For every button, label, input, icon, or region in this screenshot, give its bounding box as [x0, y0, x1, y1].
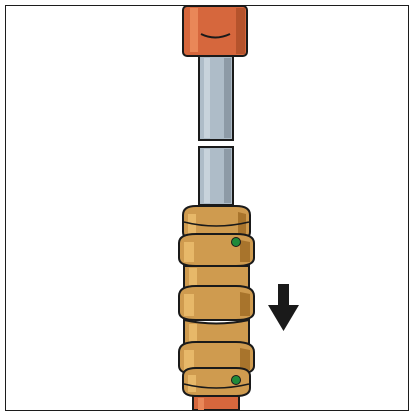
- insert-rod-lower-highlight: [204, 149, 210, 203]
- top-copper-pipe: [182, 5, 248, 57]
- top-pipe-shadow: [236, 8, 245, 54]
- fitting-lower-bead-shadow: [240, 348, 250, 370]
- insert-rod-lower-shadow: [224, 149, 231, 203]
- green-dot-icon: [231, 237, 241, 247]
- fitting-middle-bulge: [178, 285, 255, 321]
- fitting-body-lower-highlight: [189, 324, 197, 342]
- fitting-lower-bead-highlight: [184, 350, 194, 370]
- fitting-top-groove: [183, 221, 250, 227]
- insert-rod: [198, 55, 234, 206]
- fitting-bottom-collar: [182, 367, 251, 397]
- bottom-pipe-highlight: [198, 398, 204, 410]
- arrow-down-icon: [268, 284, 299, 331]
- fitting-upper-bead-highlight: [184, 242, 194, 262]
- fitting-top-collar-highlight: [188, 214, 196, 236]
- fitting-bottom-groove: [183, 383, 250, 389]
- green-dot-icon: [231, 375, 241, 385]
- fitting-middle-bulge-shadow: [240, 292, 250, 316]
- bottom-copper-pipe: [192, 395, 240, 411]
- brass-press-fitting: [178, 205, 255, 397]
- insert-rod-upper-shadow: [224, 58, 231, 138]
- fitting-bottom-collar-highlight: [188, 375, 196, 392]
- fitting-upper-bead-shadow: [240, 240, 250, 262]
- fitting-middle-bulge-highlight: [184, 294, 194, 316]
- insert-rod-upper-highlight: [204, 58, 210, 138]
- top-pipe-end-curve: [200, 33, 231, 39]
- bottom-pipe-body: [192, 395, 240, 411]
- top-pipe-highlight: [190, 8, 198, 52]
- fitting-body-upper-highlight: [189, 268, 197, 286]
